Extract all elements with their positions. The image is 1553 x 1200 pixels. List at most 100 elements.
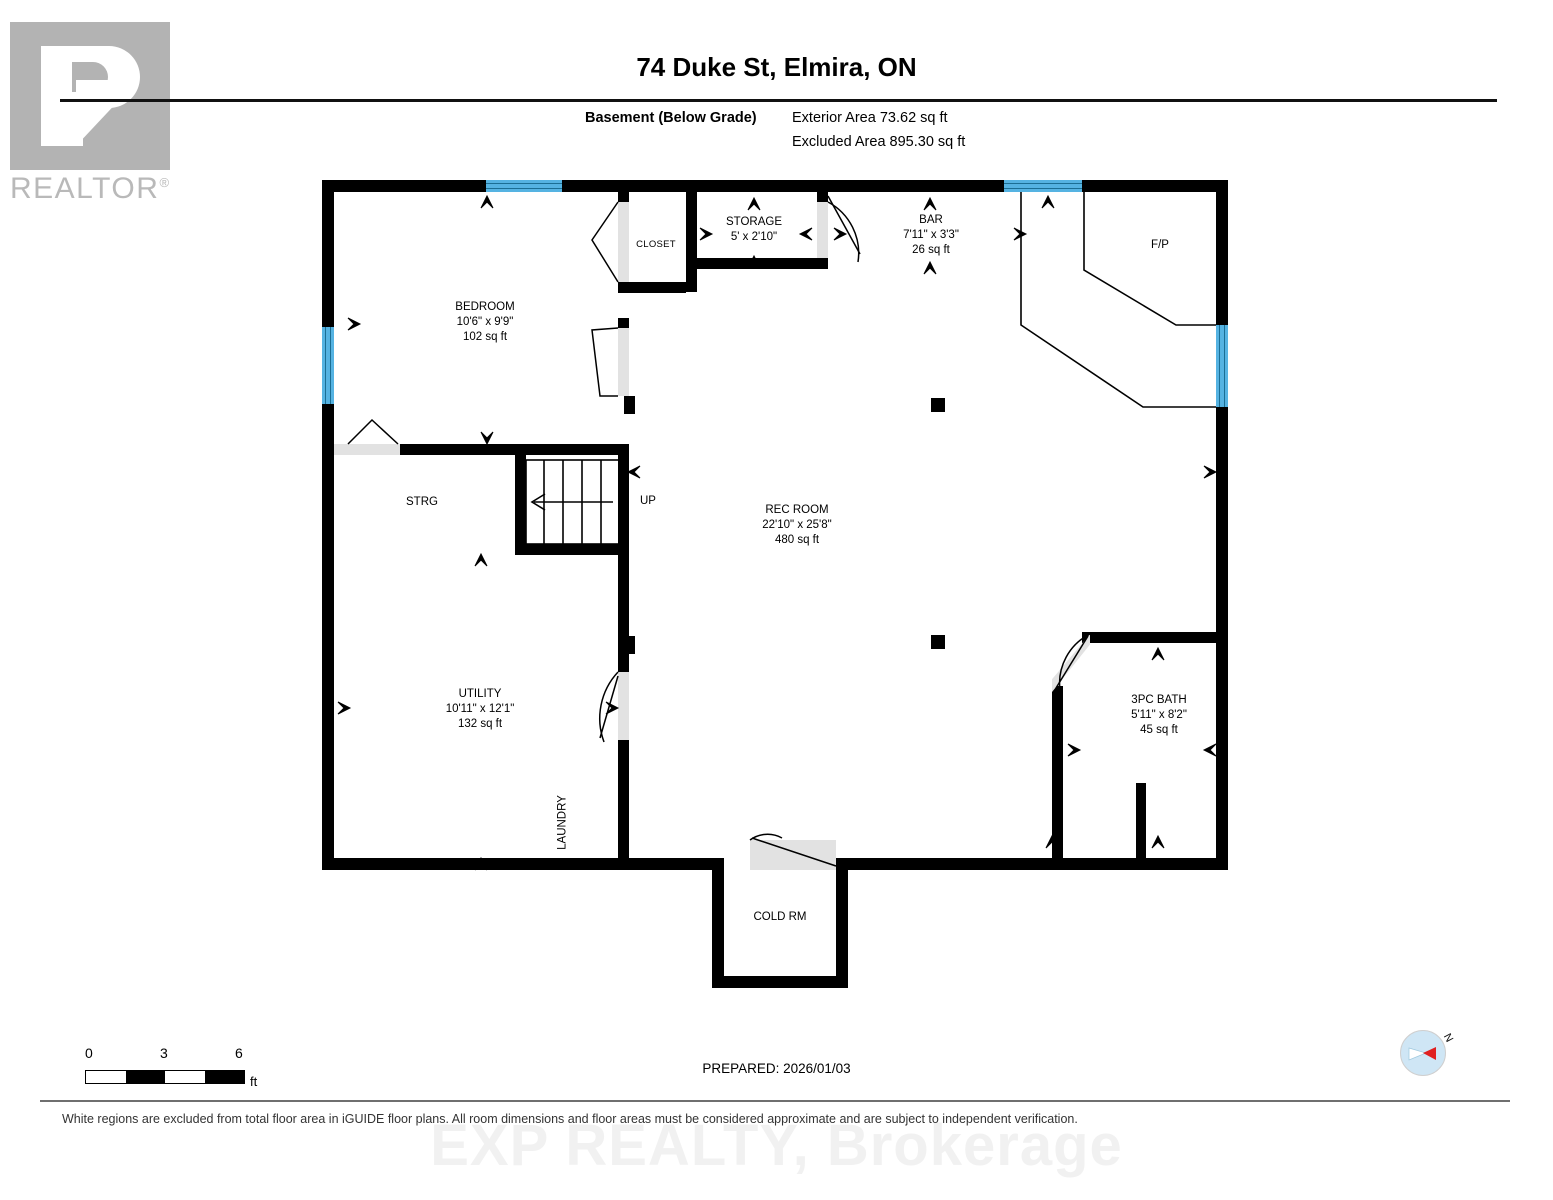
arrow-bath-left (1067, 743, 1082, 757)
stair-up-arrow (530, 493, 613, 511)
wall-bedroom-east-post (624, 396, 635, 414)
door-arc-coldrm-leaf (751, 837, 837, 867)
exterior-area-text: Exterior Area 73.62 sq ft (792, 110, 948, 126)
room-label-strg-name: STRG (406, 496, 438, 508)
arrow-storage-right (798, 227, 813, 241)
wall-central-spine (618, 455, 629, 858)
room-label-closet-name: CLOSET (636, 239, 676, 250)
room-label-bedroom-name: BEDROOM (455, 301, 515, 313)
room-label-closet: CLOSET (626, 237, 686, 252)
arrow-bath-right (1202, 743, 1217, 757)
arrow-utility-bottom (474, 856, 488, 871)
door-arc-strg (347, 418, 399, 445)
room-label-up-name: UP (640, 495, 656, 507)
window-bedroom-top-mullion-1 (486, 183, 562, 184)
door-arc-bath (1058, 633, 1091, 691)
realtor-wordmark-text: REALTOR (10, 172, 160, 205)
arrow-bedroom-top (480, 194, 494, 209)
wall-bedroom-east-mid (618, 318, 629, 328)
wall-exterior-bottom-right (848, 858, 1228, 870)
arrow-bar-bottom (923, 260, 937, 275)
header-divider (60, 99, 1497, 102)
compass-circle (1400, 1030, 1446, 1076)
realtor-wordmark: REALTOR® (10, 172, 190, 206)
room-label-strg: STRG (385, 495, 459, 510)
arrow-bar-top (923, 196, 937, 211)
door-arc-bedroom-entry (591, 327, 619, 397)
scale-seg-1 (86, 1071, 126, 1083)
room-label-laundry-name: LAUNDRY (556, 795, 569, 850)
door-strg-leaf (334, 444, 400, 455)
wall-coldrm-right (836, 858, 848, 988)
arrow-bath-west-bottom (1045, 834, 1059, 849)
scale-tick-0: 0 (85, 1045, 93, 1061)
door-storage-leaf (817, 202, 828, 258)
structural-post-upper (931, 398, 945, 412)
compass-rose: N (1400, 1030, 1455, 1076)
room-label-coldrm: COLD RM (720, 910, 840, 925)
fireplace-outline (1020, 192, 1216, 408)
room-label-bedroom-area: 102 sq ft (462, 331, 508, 343)
scale-seg-2 (125, 1071, 165, 1083)
room-label-storage-name: STORAGE (725, 216, 783, 228)
arrow-bath-bottom (1151, 834, 1165, 849)
realtor-logo-r-leg (76, 80, 138, 146)
door-coldrm-leaf (750, 840, 836, 870)
room-label-bar-name: BAR (919, 214, 943, 226)
arrow-recroom-right (1203, 465, 1218, 479)
wall-bath-west (1052, 686, 1063, 870)
arrow-strg-up (474, 552, 488, 567)
area-summary: Exterior Area 73.62 sq ft Excluded Area … (792, 110, 965, 158)
wall-bedroom-east-upper (618, 192, 629, 202)
wall-bath-stub (1136, 783, 1146, 870)
door-arc-storage (827, 201, 860, 263)
room-label-bath-name: 3PC BATH (1131, 694, 1187, 706)
floor-plan: BEDROOM 10'6" x 9'9" 102 sq ft CLOSET ST… (322, 180, 1228, 988)
room-label-recroom-name: REC ROOM (765, 504, 829, 516)
door-arc-bath-leaf (1055, 635, 1089, 689)
wall-spine-post (624, 636, 635, 654)
floor-label: Basement (Below Grade) (585, 110, 757, 126)
room-label-utility-area: 132 sq ft (457, 718, 503, 730)
room-label-bath: 3PC BATH 5'11" x 8'2" 45 sq ft (1090, 693, 1228, 738)
footer-divider (40, 1100, 1510, 1102)
window-bedroom-left-mullion-1 (325, 327, 326, 404)
room-label-up: UP (630, 494, 666, 509)
room-label-bath-area: 45 sq ft (1140, 724, 1178, 736)
arrow-storage-left (699, 227, 714, 241)
room-label-recroom-area: 480 sq ft (774, 534, 820, 546)
room-label-storage-dims: 5' x 2'10" (730, 231, 778, 243)
room-label-bedroom-dims: 10'6" x 9'9" (456, 316, 514, 328)
door-bedroom-closet-leaf (618, 202, 629, 282)
window-recroom-right-mullion-2 (1224, 325, 1225, 407)
window-recroom-right-mullion-1 (1219, 325, 1220, 407)
fireplace-inner-outline (1083, 192, 1216, 326)
room-label-storage: STORAGE 5' x 2'10" (694, 215, 814, 245)
structural-post-lower (931, 635, 945, 649)
wall-stairs-west (515, 455, 526, 555)
prepared-date: PREPARED: 2026/01/03 (702, 1061, 851, 1076)
arrow-bedroom-left (347, 317, 362, 331)
arrow-storage-top (747, 196, 761, 211)
door-utility-leaf (618, 672, 629, 740)
scale-seg-3 (165, 1071, 205, 1083)
window-bar-top-mullion-2 (1004, 188, 1082, 189)
room-label-fireplace-name: F/P (1151, 239, 1169, 251)
room-label-bar: BAR 7'11" x 3'3" 26 sq ft (872, 213, 990, 258)
arrow-fp-top (1041, 194, 1055, 209)
room-label-recroom: REC ROOM 22'10" x 25'8" 480 sq ft (730, 503, 864, 548)
wall-coldrm-bottom (712, 976, 848, 988)
plan-annotations (337, 192, 1218, 871)
room-label-recroom-dims: 22'10" x 25'8" (762, 519, 832, 531)
realtor-trademark-symbol: ® (159, 175, 171, 190)
room-label-fireplace: F/P (1125, 238, 1195, 253)
realtor-logo: REALTOR® (10, 22, 180, 207)
wall-exterior-bottom-left (322, 858, 712, 870)
room-label-bedroom: BEDROOM 10'6" x 9'9" 102 sq ft (420, 300, 550, 345)
room-fill-coldrm (712, 868, 848, 988)
door-arc-utility-leaf (599, 675, 619, 739)
room-label-utility-dims: 10'11" x 12'1" (445, 703, 515, 715)
wall-bath-north (1082, 632, 1228, 643)
room-label-utility: UTILITY 10'11" x 12'1" 132 sq ft (415, 687, 545, 732)
room-label-bar-area: 26 sq ft (912, 244, 950, 256)
